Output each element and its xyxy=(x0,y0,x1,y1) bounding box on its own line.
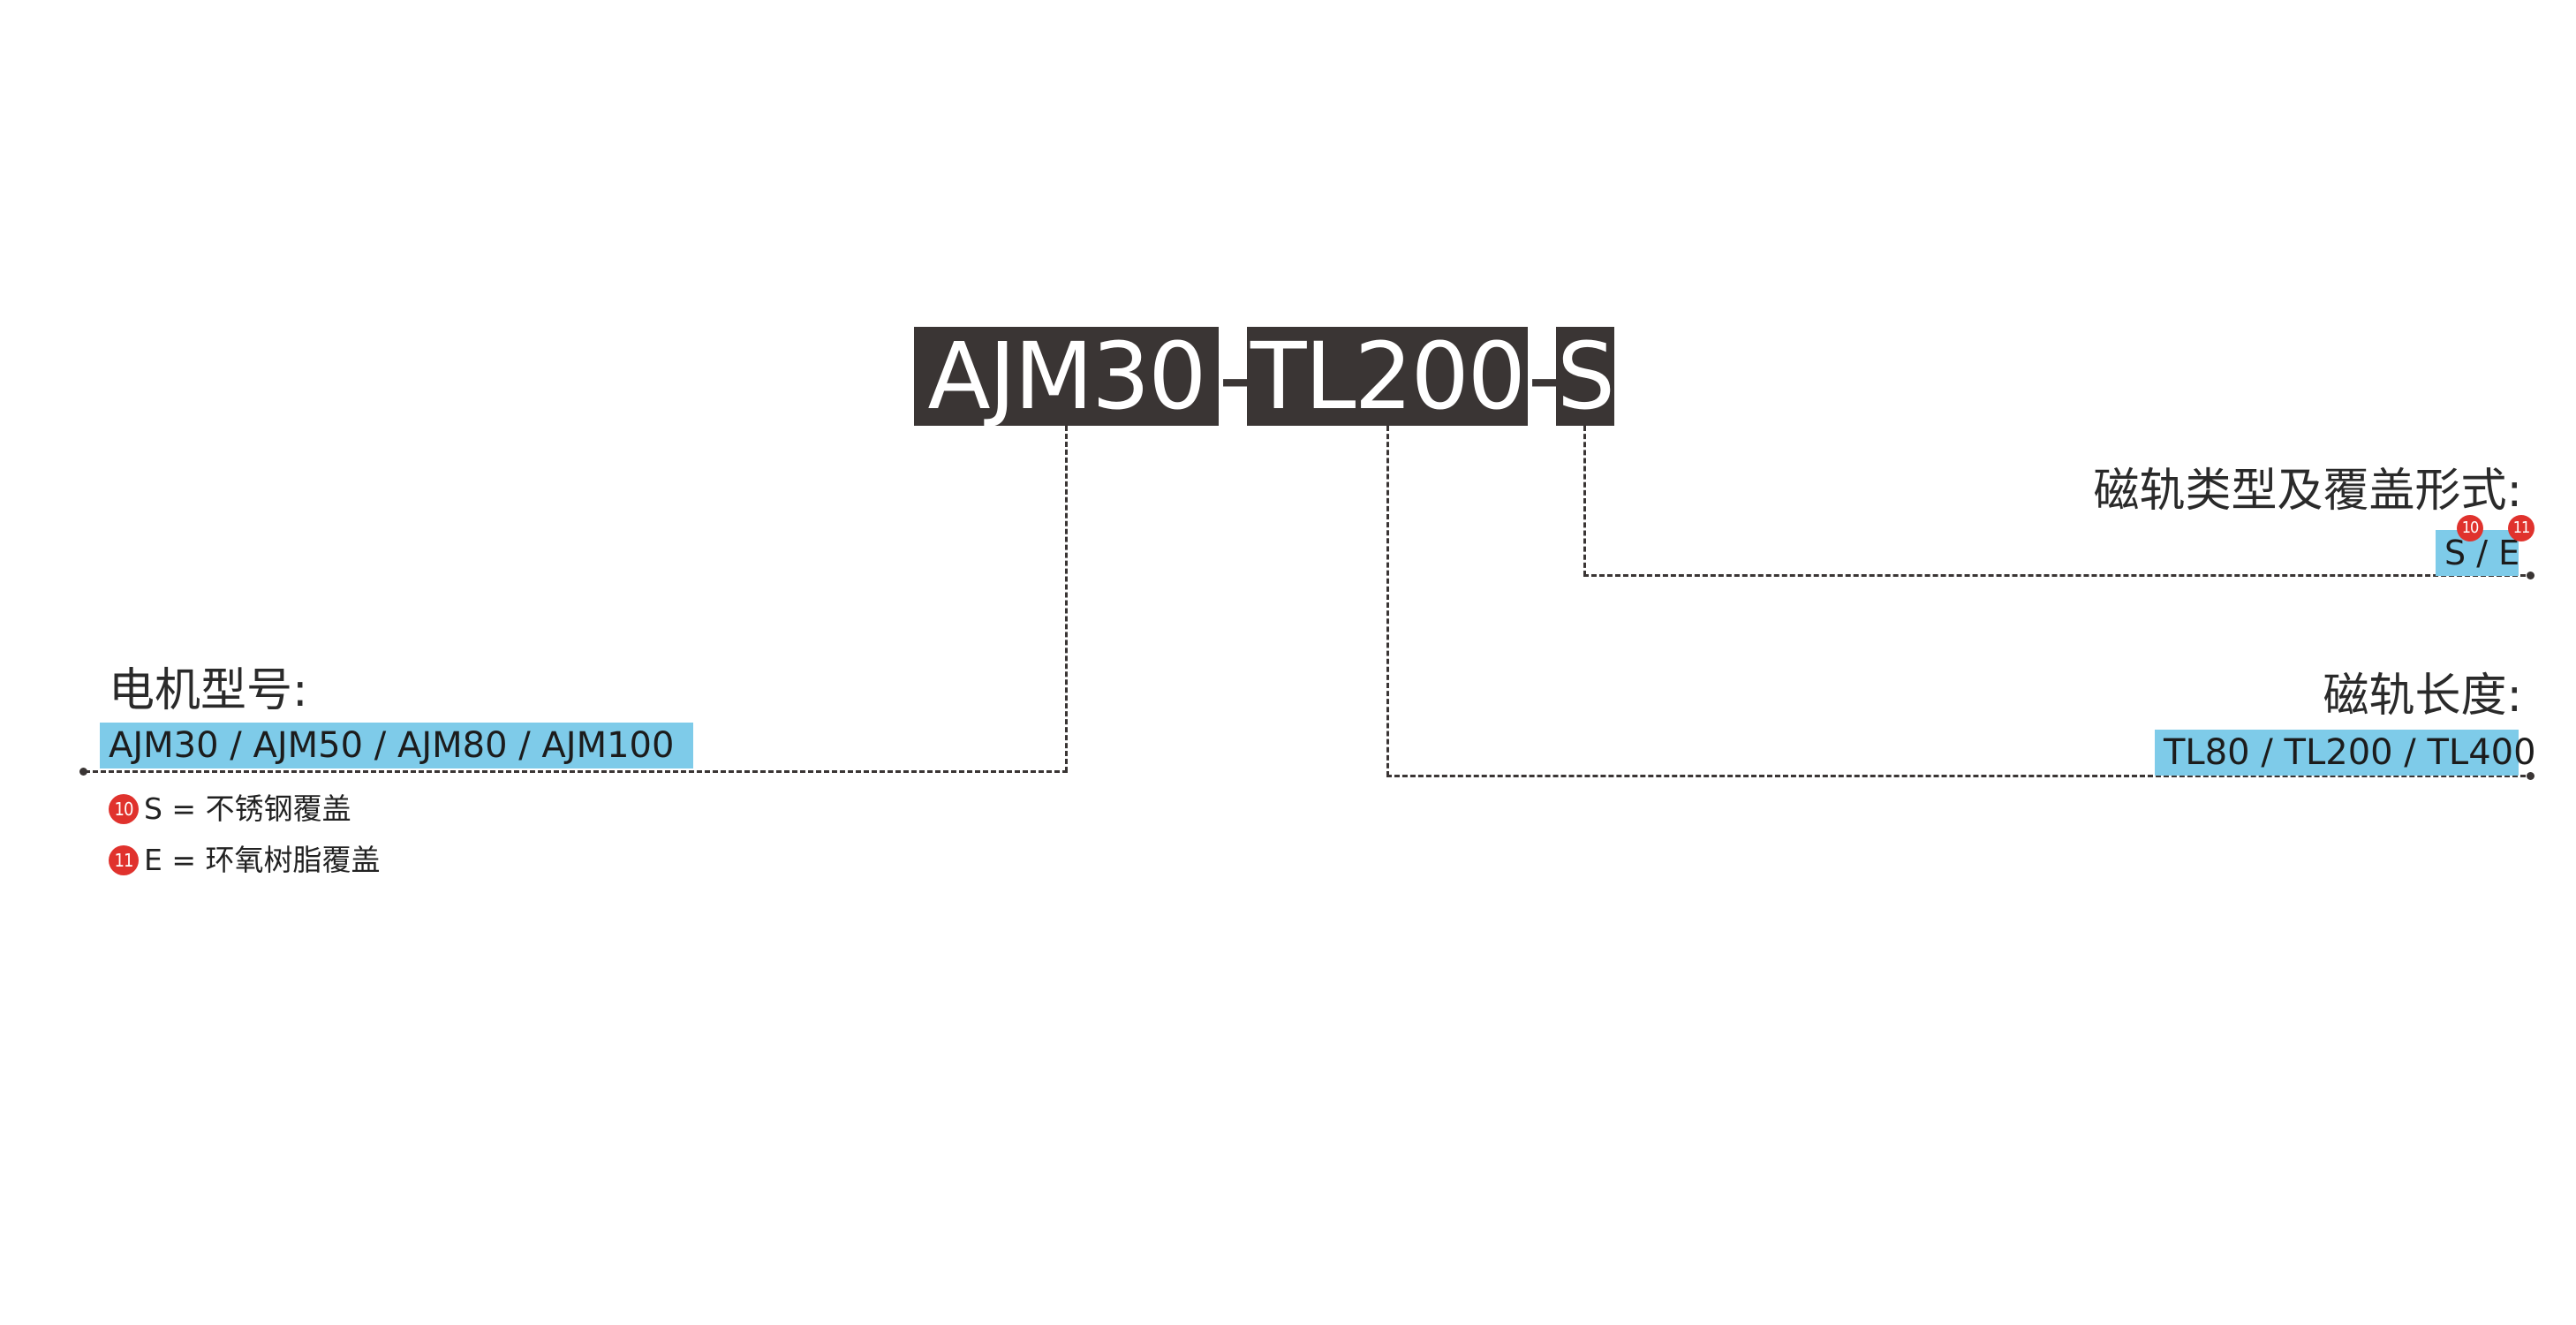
leader-horizontal-type xyxy=(1583,574,2526,577)
track-type-options: S / E xyxy=(2436,530,2519,576)
code-separator-2: - xyxy=(1528,322,1561,430)
leader-endpoint-length xyxy=(2527,772,2534,780)
motor-model-options: AJM30 / AJM50 / AJM80 / AJM100 xyxy=(100,723,693,768)
badge-10-icon: 10 xyxy=(109,794,139,824)
leader-vertical-motor xyxy=(1065,426,1068,772)
code-part-track-type: S xyxy=(1556,322,1615,430)
track-length-title: 磁轨长度: xyxy=(2323,670,2522,723)
track-type-title: 磁轨类型及覆盖形式: xyxy=(2093,465,2522,518)
leader-endpoint-motor xyxy=(79,768,87,776)
code-part-track-length: TL200 xyxy=(1247,327,1528,426)
leader-horizontal-length xyxy=(1386,775,2526,777)
badge-11-icon: 11 xyxy=(109,845,139,875)
leader-vertical-type xyxy=(1583,426,1586,576)
note-text: E = 环氧树脂覆盖 xyxy=(144,843,381,877)
code-part-motor-model: AJM30 xyxy=(914,327,1219,426)
leader-endpoint-type xyxy=(2527,572,2534,579)
leader-horizontal-motor xyxy=(85,770,1068,773)
note-text: S = 不锈钢覆盖 xyxy=(144,791,351,826)
note-epoxy-resin: 11 E = 环氧树脂覆盖 xyxy=(109,843,380,878)
note-stainless-steel: 10 S = 不锈钢覆盖 xyxy=(109,791,351,827)
leader-vertical-length xyxy=(1386,426,1389,776)
motor-model-title: 电机型号: xyxy=(109,664,308,717)
track-length-options: TL80 / TL200 / TL400 xyxy=(2155,730,2536,776)
badge-10-icon: 10 xyxy=(2457,515,2483,541)
code-separator-1: - xyxy=(1219,322,1252,430)
badge-11-icon: 11 xyxy=(2508,515,2534,541)
